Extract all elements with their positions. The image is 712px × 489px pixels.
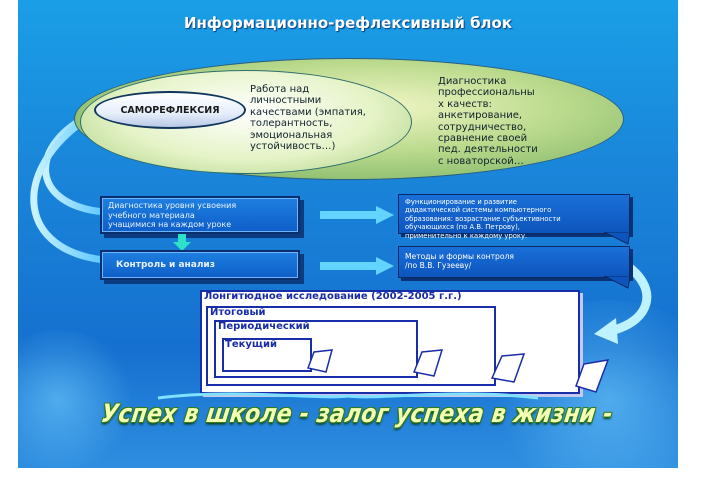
slogan: Успех в школе - залог успеха в жизни - — [99, 400, 615, 429]
bubble-tail — [604, 276, 631, 289]
background-glow — [18, 330, 138, 468]
right-arrow-upper — [320, 206, 394, 224]
right-arrow-lower — [320, 257, 394, 275]
periodic-level-label: Периодический — [218, 321, 310, 332]
slogan-ribbon — [157, 392, 539, 400]
slide-title: Информационно-рефлексивный блок — [183, 14, 513, 32]
current-level-document — [222, 338, 312, 372]
outer-ellipse-text: Диагностика профессиональны х качеств: а… — [438, 76, 538, 167]
bubble-tail — [604, 232, 631, 245]
self-reflection-label: САМОРЕФЛЕКСИЯ — [94, 91, 246, 129]
longitudinal-study-label: Лонгитюдное исследование (2002-2005 г.г.… — [204, 291, 462, 302]
down-arrow — [173, 234, 191, 251]
control-analysis-box: Контроль и анализ — [100, 250, 300, 280]
inner-ellipse-text: Работа над личностными качествами (эмпат… — [250, 84, 366, 153]
diagnostics-box: Диагностика уровня усвоения учебного мат… — [100, 196, 300, 234]
control-methods-bubble: Методы и формы контроля /по В.В. Гузееву… — [398, 246, 630, 278]
didactic-system-bubble: Функционирование и развитие дидактическо… — [398, 194, 630, 240]
slide: Информационно-рефлексивный блок САМОРЕФЛ… — [18, 0, 678, 468]
current-level-label: Текущий — [225, 339, 277, 350]
final-level-label: Итоговый — [210, 307, 266, 318]
document-folds — [306, 349, 610, 393]
inner-ellipse — [80, 70, 412, 174]
